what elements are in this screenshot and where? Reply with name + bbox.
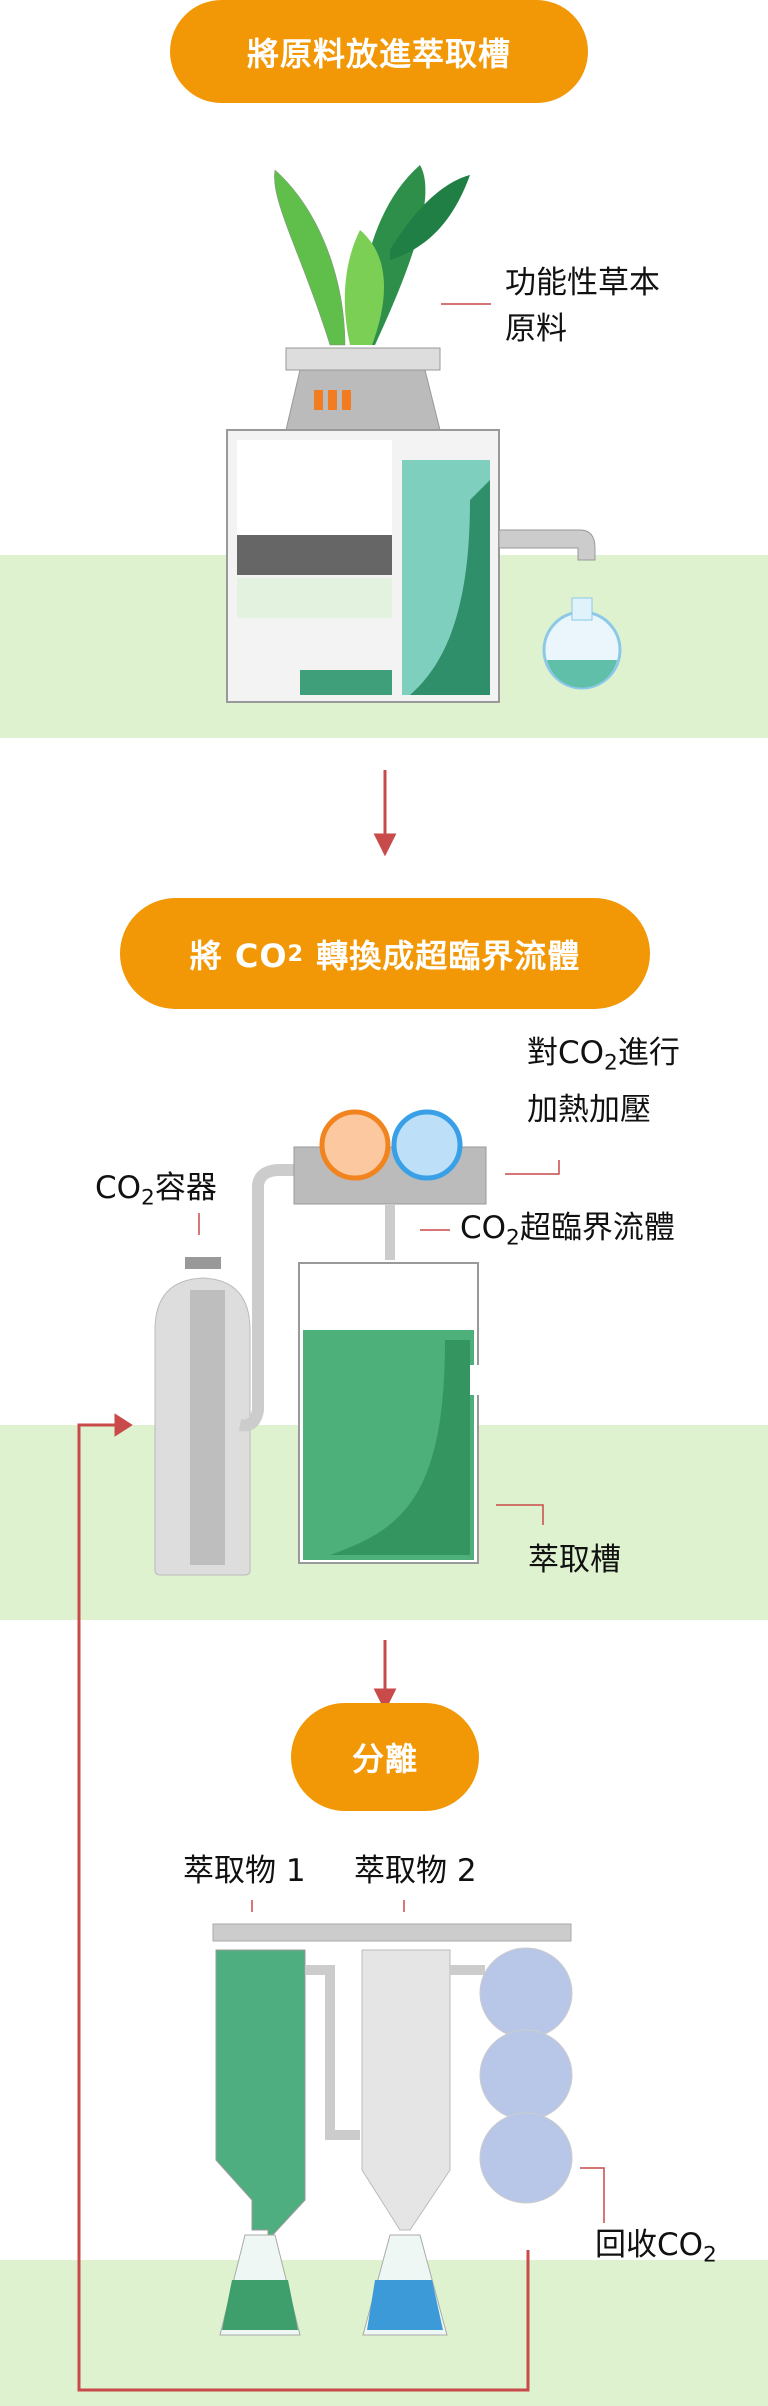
c3: 容器 bbox=[154, 1170, 217, 1206]
leader-lines bbox=[198, 303, 605, 2223]
r2: 2 bbox=[703, 2242, 717, 2268]
co2-cylinder-illustration bbox=[154, 1164, 296, 1576]
extraction-tank-label: 萃取槽 bbox=[528, 1542, 621, 1578]
f3: 超臨界流體 bbox=[519, 1210, 675, 1246]
f1: CO bbox=[460, 1210, 507, 1246]
h4: 加熱加壓 bbox=[527, 1091, 651, 1128]
co2-container-label: CO2容器 bbox=[95, 1165, 217, 1222]
h1: 對CO bbox=[527, 1035, 605, 1071]
t2a: 將 CO bbox=[189, 936, 288, 975]
down-arrow-1 bbox=[373, 770, 397, 857]
heater-pressurizer-illustration bbox=[293, 1109, 487, 1260]
extraction-tank-illustration bbox=[226, 347, 622, 703]
t2b: 2 bbox=[287, 940, 305, 967]
t2c: 轉換成超臨界流體 bbox=[304, 936, 581, 975]
step1-title: 將原料放進萃取槽 bbox=[170, 0, 588, 103]
step1-title-text: 將原料放進萃取槽 bbox=[246, 34, 511, 73]
herbal-label-line2: 原料 bbox=[505, 311, 567, 347]
supercritical-fluid-label: CO2超臨界流體 bbox=[460, 1205, 675, 1262]
down-arrow-2 bbox=[373, 1640, 397, 1712]
step3-title: 分離 bbox=[291, 1703, 479, 1811]
r1: 回收CO bbox=[595, 2227, 704, 2263]
heat-pressure-label: 對CO2進行加熱加壓 bbox=[527, 1030, 680, 1133]
extraction-vessel-illustration bbox=[298, 1262, 495, 1564]
extract1-label: 萃取物 1 bbox=[183, 1853, 306, 1889]
plant-illustration bbox=[274, 165, 470, 346]
c2: 2 bbox=[141, 1185, 155, 1211]
h3: 進行 bbox=[617, 1035, 680, 1071]
separator-illustration bbox=[212, 1923, 573, 2336]
step3-title-text: 分離 bbox=[351, 1740, 418, 1778]
h2: 2 bbox=[604, 1050, 618, 1076]
f2: 2 bbox=[506, 1225, 520, 1251]
herbal-label-line1: 功能性草本 bbox=[505, 265, 660, 301]
recycle-co2-label: 回收CO2 bbox=[595, 2222, 717, 2279]
c1: CO bbox=[95, 1170, 142, 1206]
herbal-material-label: 功能性草本原料 bbox=[505, 260, 660, 352]
extract2-label: 萃取物 2 bbox=[354, 1853, 477, 1889]
recycle-loop-arrow bbox=[77, 1413, 530, 2392]
